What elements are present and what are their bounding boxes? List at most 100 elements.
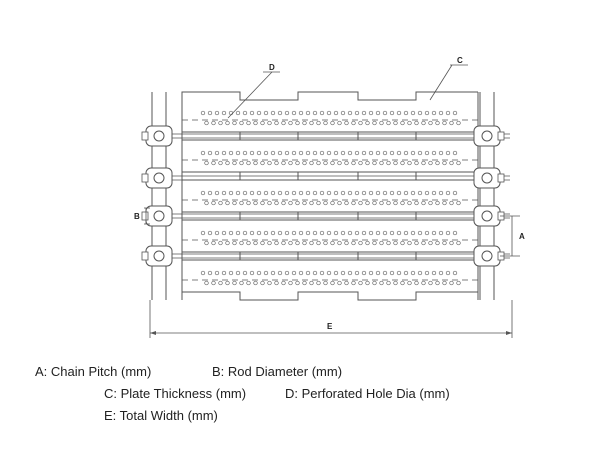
perforation-hole [393,200,398,206]
perforation-hole [442,200,447,206]
perforation-hole [344,160,349,166]
perforation-hole [204,200,209,206]
perforation-hole [330,240,335,246]
perforation-hole [354,190,360,196]
perforation-hole [263,190,269,196]
perforation-hole [372,280,377,286]
perforation-hole [316,120,321,126]
perforation-hole [204,160,209,166]
legend-hole-dia: D: Perforated Hole Dia (mm) [285,386,450,401]
perforation-hole [400,200,405,206]
perforation-hole [382,230,388,236]
perforation-hole [200,190,206,196]
rod-end-nut [497,173,505,183]
rod-end-nut [141,131,149,141]
perforation-hole [260,120,265,126]
perforation-hole [281,200,286,206]
perforation-hole [445,150,451,156]
legend-rod-diameter: B: Rod Diameter (mm) [212,364,343,379]
perforation-hole [242,230,248,236]
perforation-hole [260,280,265,286]
perforation-hole [305,230,311,236]
perforation-hole [211,200,216,206]
perforation-hole [249,230,255,236]
perforation-hole [214,190,220,196]
perforation-hole [344,200,349,206]
perforation-hole [218,120,223,126]
perforation-hole [456,240,461,246]
perforation-hole [333,270,339,276]
perforation-hole [333,110,339,116]
perforation-hole [365,200,370,206]
perforation-hole [274,160,279,166]
perforation-hole [403,190,409,196]
rod-end-nut [141,251,149,261]
perforation-hole [319,230,325,236]
perforation-hole [351,160,356,166]
perforation-hole [442,160,447,166]
perforation-hole [256,150,262,156]
perforation-hole [221,230,227,236]
perforation-hole [218,160,223,166]
chain-link [473,205,501,227]
perforation-hole [340,230,346,236]
perforation-hole [438,230,444,236]
perforation-hole [347,270,353,276]
perforation-hole [368,150,374,156]
perforation-hole [242,190,248,196]
perforation-hole [365,240,370,246]
perforation-hole [211,240,216,246]
plate-edge [181,211,478,221]
perforation-hole [389,110,395,116]
perforation-hole [368,190,374,196]
perforation-hole [407,280,412,286]
perforation-hole [256,190,262,196]
chain-link [145,167,173,189]
perforation-hole [417,110,423,116]
perforation-hole [277,230,283,236]
perforation-hole [442,240,447,246]
perforation-hole [375,270,381,276]
chain-roller [153,172,165,184]
perforation-hole [452,110,458,116]
perforation-hole [319,270,325,276]
perforation-hole [316,160,321,166]
perforation-hole [211,160,216,166]
perforation-hole [375,150,381,156]
perforation-hole [214,150,220,156]
perforation-hole [309,240,314,246]
perforation-hole [368,110,374,116]
perforation-hole [288,120,293,126]
perforation-hole [298,150,304,156]
perforation-hole [431,110,437,116]
perforation-hole [319,150,325,156]
perforation-hole [232,240,237,246]
perforation-hole [456,280,461,286]
perforation-hole [340,270,346,276]
perforation-hole [246,200,251,206]
perforation-hole [358,200,363,206]
perforation-hole [410,110,416,116]
perforation-hole [393,120,398,126]
perforation-hole [204,120,209,126]
perforation-hole [239,120,244,126]
perforation-hole [295,160,300,166]
perforation-hole [361,110,367,116]
perforation-hole [312,270,318,276]
perforation-hole [424,110,430,116]
perforation-hole [228,190,234,196]
perforation-hole [260,160,265,166]
perforation-hole [249,270,255,276]
perforation-hole [288,280,293,286]
perforation-hole [333,230,339,236]
perforation-hole [372,240,377,246]
perforation-hole [281,120,286,126]
chain-link [473,167,501,189]
perforation-hole [428,280,433,286]
perforation-hole [379,280,384,286]
perforation-hole [253,240,258,246]
perforation-hole [295,120,300,126]
legend-chain-pitch: A: Chain Pitch (mm) [35,364,152,379]
dimension-lines [144,64,520,338]
perforation-hole [270,190,276,196]
